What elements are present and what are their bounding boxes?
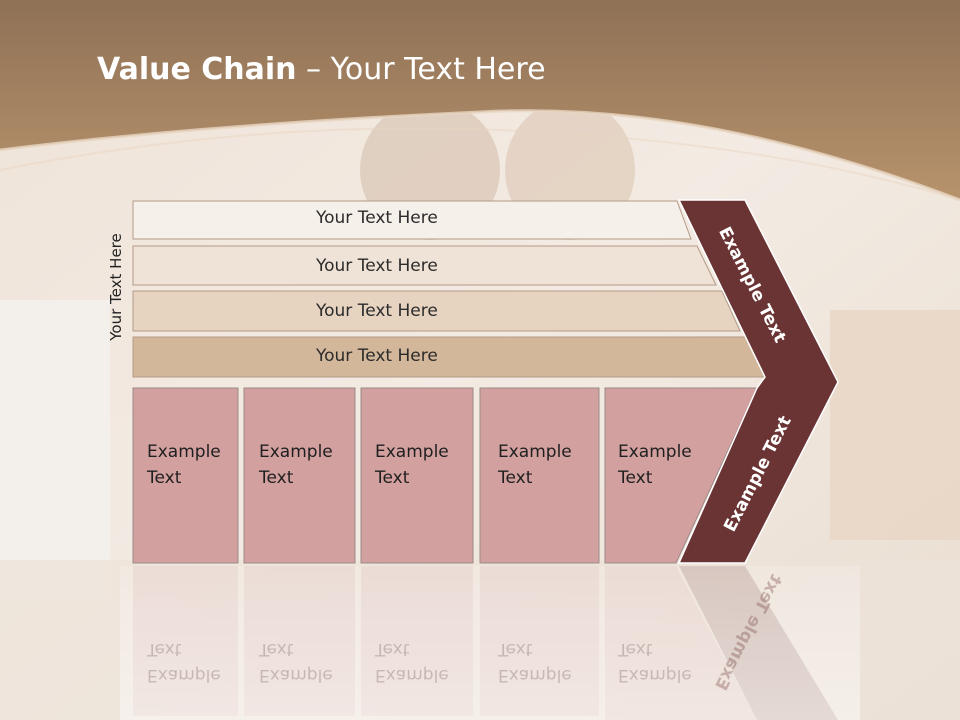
title-rest: – Your Text Here [296, 52, 546, 87]
box-4 [479, 387, 600, 564]
box-reflection-1: Example Text [147, 636, 221, 688]
box-label-5-line1: Example [618, 442, 692, 462]
bar-label-1: Your Text Here [316, 208, 438, 228]
box-label-4-line2: Text [498, 468, 533, 488]
side-label: Your Text Here [107, 233, 125, 341]
box-reflection-2: Example Text [259, 636, 333, 688]
box-label-3-line1: Example [375, 442, 449, 462]
box-label-1-line2: Text [147, 468, 182, 488]
header-curve [0, 109, 960, 202]
bar-4 [132, 336, 766, 378]
box-reflection-4-line1: Example [498, 665, 572, 685]
box-label-4-line1: Example [498, 442, 572, 462]
box-label-5-line2: Text [618, 468, 653, 488]
towel-shape [0, 300, 110, 600]
bar-1 [132, 200, 692, 240]
box-reflection-5: Example Text [618, 636, 692, 688]
box-reflection-3-line2: Text [375, 639, 410, 659]
box-reflection-4: Example Text [498, 636, 572, 688]
bar-label-4: Your Text Here [316, 346, 438, 366]
box-2 [243, 387, 356, 564]
box-reflection-1-line2: Text [147, 639, 182, 659]
box-reflection-1-line1: Example [147, 665, 221, 685]
box-5 [604, 387, 758, 564]
box-reflection-5-line1: Example [618, 665, 692, 685]
box-reflection-3-line1: Example [375, 665, 449, 685]
box-reflection-2-line2: Text [259, 639, 294, 659]
box-label-3-line2: Text [375, 468, 410, 488]
box-label-1-line1: Example [147, 442, 221, 462]
chevron-arrow [677, 199, 839, 564]
box-shape [830, 310, 960, 540]
box-reflection-5-line2: Text [618, 639, 653, 659]
box-3 [360, 387, 474, 564]
header-band [0, 0, 960, 200]
box-reflection-3: Example Text [375, 636, 449, 688]
box-1 [132, 387, 239, 564]
header-curve-2 [0, 127, 960, 201]
bar-3 [132, 290, 741, 332]
box-reflection-4-line2: Text [498, 639, 533, 659]
reflection-fade [120, 566, 860, 720]
box-reflection-2-line1: Example [259, 665, 333, 685]
bar-label-3: Your Text Here [316, 301, 438, 321]
bar-label-2: Your Text Here [316, 256, 438, 276]
box-label-2-line1: Example [259, 442, 333, 462]
bar-2 [132, 245, 717, 286]
title-bold: Value Chain [97, 52, 297, 87]
slide-title: Value Chain – Your Text Here [97, 52, 546, 87]
box-label-2-line2: Text [259, 468, 294, 488]
